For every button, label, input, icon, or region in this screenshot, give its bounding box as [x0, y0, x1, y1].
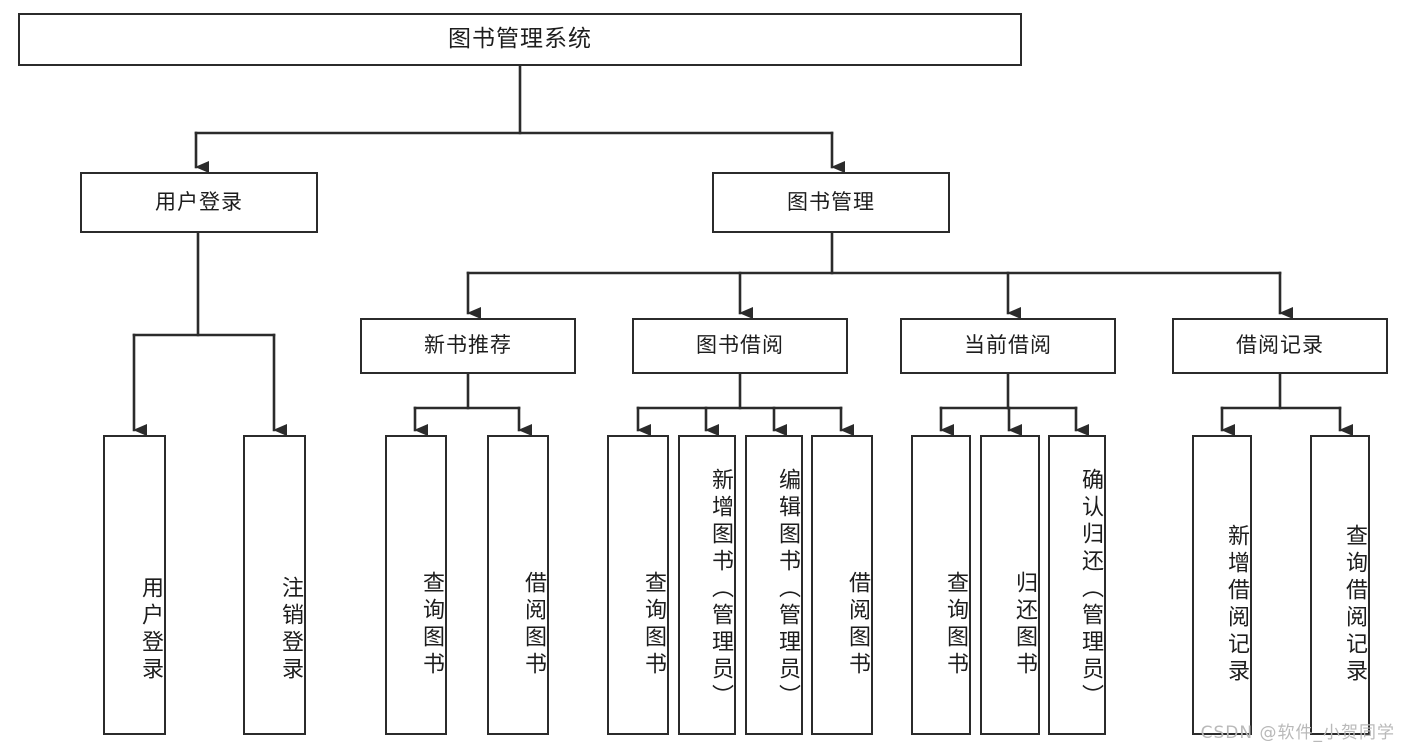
node-leaf-borrow-do[interactable]: 借阅图书 [811, 435, 873, 735]
node-leaf-user-login-label: 用户登录 [138, 576, 163, 684]
node-leaf-rec-query2-label: 查询借阅记录 [1342, 524, 1367, 686]
node-leaf-borrow-add[interactable]: 新增图书（管理员） [678, 435, 736, 735]
node-leaf-rec-borrow[interactable]: 借阅图书 [487, 435, 549, 735]
node-user-login[interactable]: 用户登录 [80, 172, 318, 233]
node-leaf-user-logout[interactable]: 注销登录 [243, 435, 306, 735]
node-leaf-cur-return-label: 归还图书 [1012, 571, 1037, 679]
node-current-borrow-label: 当前借阅 [964, 333, 1052, 358]
node-leaf-cur-query-label: 查询图书 [943, 571, 968, 679]
node-new-book-rec-label: 新书推荐 [424, 333, 512, 358]
node-leaf-rec-add[interactable]: 新增借阅记录 [1192, 435, 1252, 735]
node-leaf-rec-query-label: 查询图书 [419, 571, 444, 679]
node-leaf-borrow-add-label: 新增图书（管理员） [708, 467, 733, 711]
node-leaf-user-login[interactable]: 用户登录 [103, 435, 166, 735]
node-leaf-rec-add-label: 新增借阅记录 [1224, 524, 1249, 686]
node-leaf-borrow-edit[interactable]: 编辑图书（管理员） [745, 435, 803, 735]
node-book-borrow-label: 图书借阅 [696, 333, 784, 358]
watermark-text: CSDN @软件_小贺同学 [1200, 723, 1395, 743]
node-new-book-rec[interactable]: 新书推荐 [360, 318, 576, 374]
node-leaf-cur-confirm[interactable]: 确认归还（管理员） [1048, 435, 1106, 735]
node-book-manage-label: 图书管理 [787, 189, 875, 214]
node-leaf-borrow-query[interactable]: 查询图书 [607, 435, 669, 735]
node-book-manage[interactable]: 图书管理 [712, 172, 950, 233]
node-current-borrow[interactable]: 当前借阅 [900, 318, 1116, 374]
node-leaf-borrow-edit-label: 编辑图书（管理员） [775, 467, 800, 711]
node-leaf-cur-confirm-label: 确认归还（管理员） [1078, 467, 1103, 711]
node-borrow-record[interactable]: 借阅记录 [1172, 318, 1388, 374]
node-root[interactable]: 图书管理系统 [18, 13, 1022, 66]
node-borrow-record-label: 借阅记录 [1236, 333, 1324, 358]
node-root-label: 图书管理系统 [448, 25, 592, 52]
node-book-borrow[interactable]: 图书借阅 [632, 318, 848, 374]
node-leaf-rec-query[interactable]: 查询图书 [385, 435, 447, 735]
node-user-login-label: 用户登录 [155, 189, 243, 214]
node-leaf-rec-query2[interactable]: 查询借阅记录 [1310, 435, 1370, 735]
node-leaf-user-logout-label: 注销登录 [278, 576, 303, 684]
node-leaf-borrow-query-label: 查询图书 [641, 571, 666, 679]
node-leaf-cur-return[interactable]: 归还图书 [980, 435, 1040, 735]
node-leaf-borrow-do-label: 借阅图书 [845, 571, 870, 679]
node-leaf-rec-borrow-label: 借阅图书 [521, 571, 546, 679]
node-leaf-cur-query[interactable]: 查询图书 [911, 435, 971, 735]
